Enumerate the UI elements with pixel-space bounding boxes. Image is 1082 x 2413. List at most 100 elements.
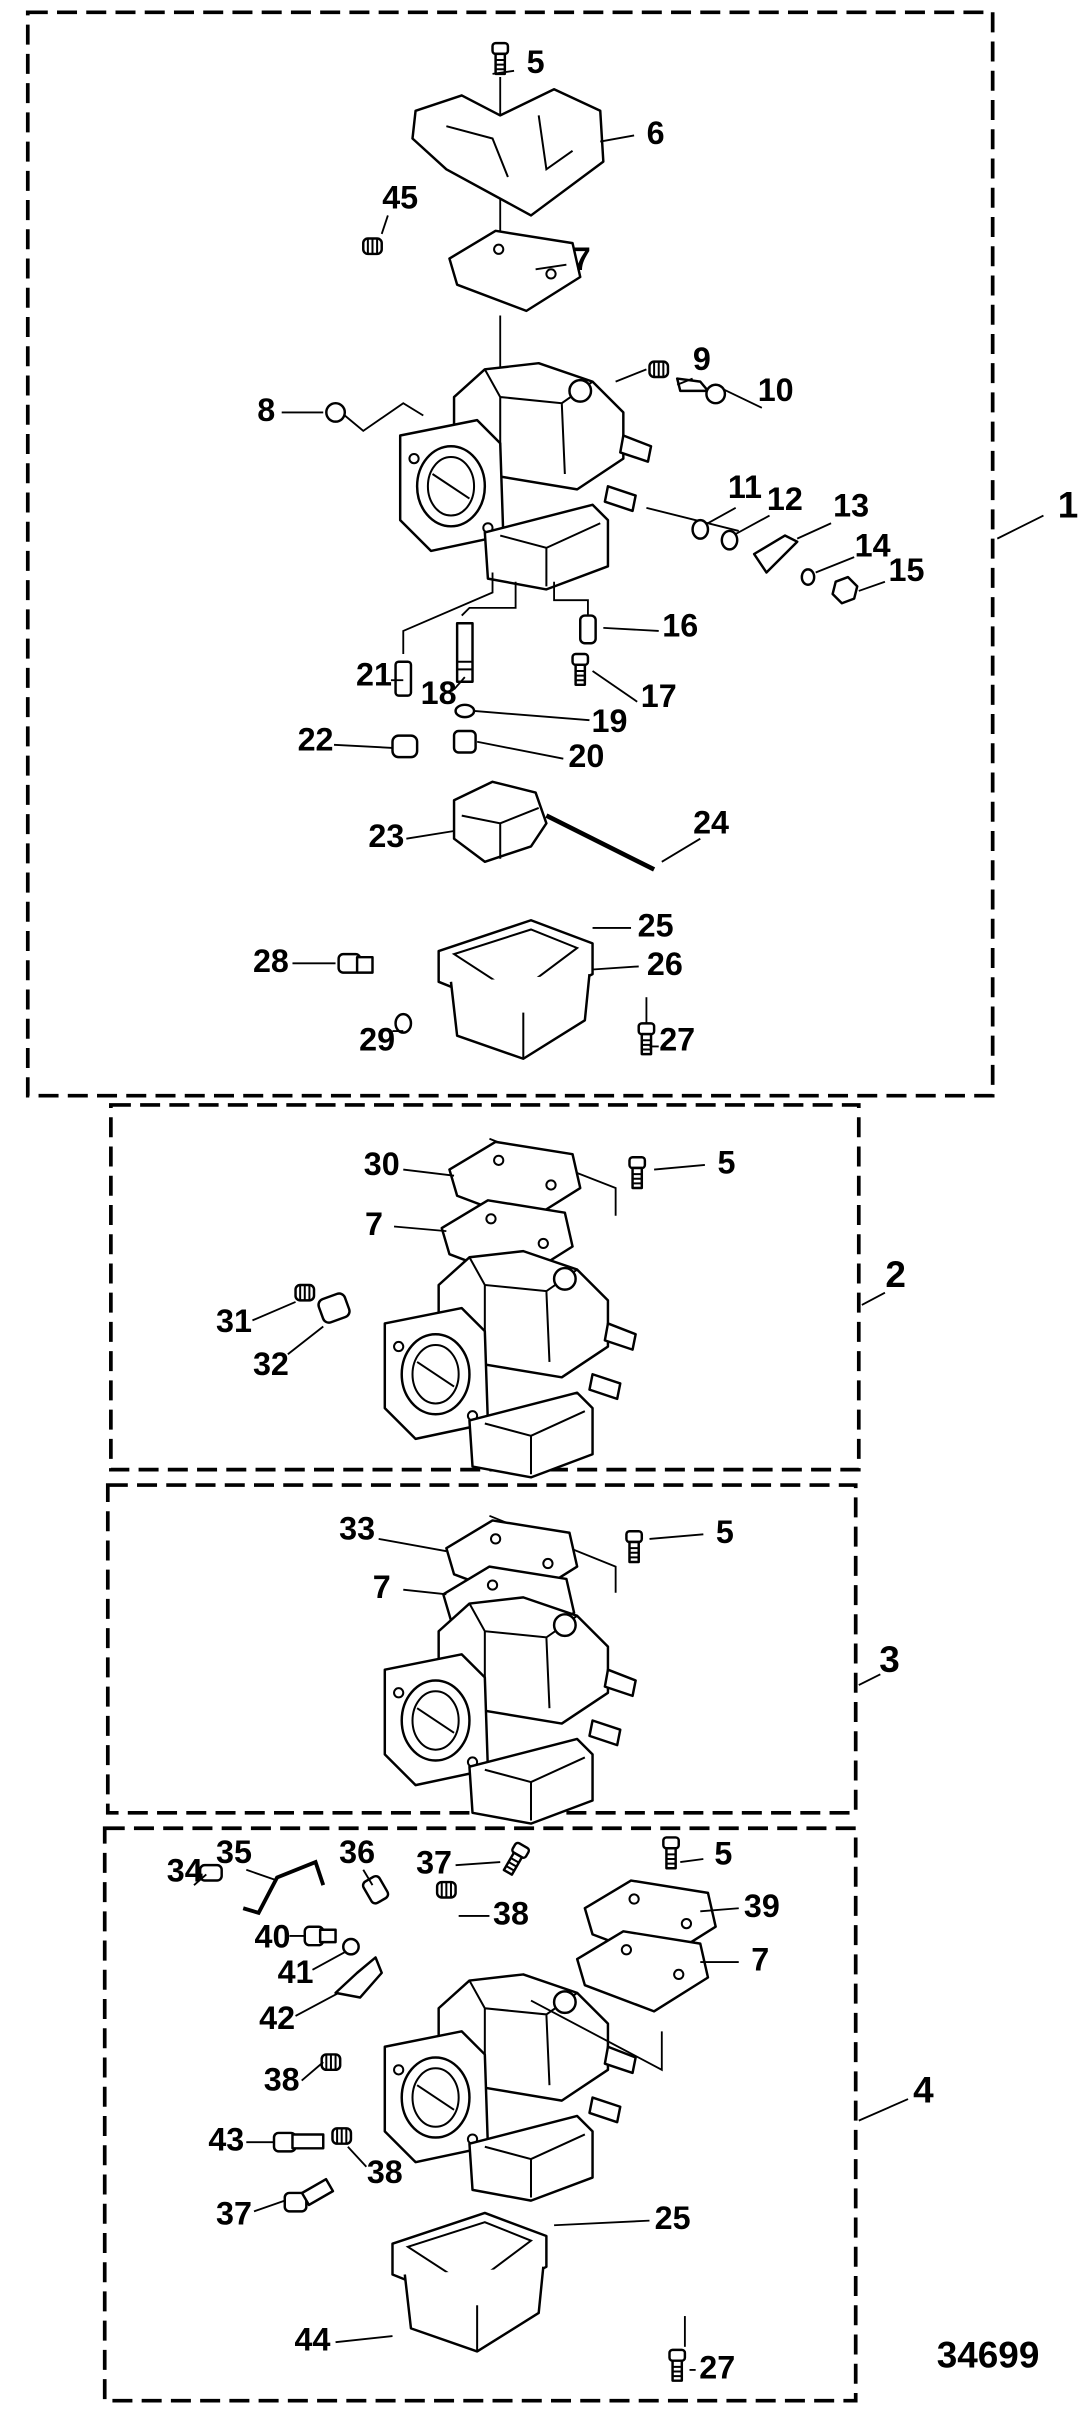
callout: 8	[257, 392, 275, 428]
part-jet-cap	[452, 729, 477, 754]
callout: 21	[356, 657, 392, 693]
callout: 28	[253, 943, 289, 979]
part-sleeve	[317, 1292, 351, 1324]
part-washer	[394, 1012, 413, 1034]
callout: 31	[216, 1303, 252, 1339]
callout: 5	[527, 44, 545, 80]
part-gasket	[448, 229, 582, 313]
assembly-label: 4	[913, 2070, 934, 2111]
callout: 36	[339, 1834, 375, 1870]
part-gasket	[575, 1930, 710, 2013]
callout: 37	[416, 1845, 452, 1881]
part-float-bowl	[437, 919, 594, 1060]
callout: 25	[655, 2200, 691, 2236]
callout: 38	[367, 2154, 403, 2190]
callout: 5	[716, 1514, 734, 1550]
callout: 38	[264, 2062, 300, 2098]
part-bolt	[303, 1925, 337, 1947]
callout: 45	[382, 180, 418, 216]
part-spring	[331, 2127, 353, 2145]
callout: 33	[339, 1511, 375, 1547]
part-carburetor-body	[383, 1596, 637, 1825]
part-carburetor-body	[383, 1973, 637, 2202]
part-spring	[648, 360, 670, 379]
part-plug	[391, 734, 419, 759]
part-screw	[272, 2131, 325, 2153]
callout: 29	[359, 1021, 395, 1057]
callout: 10	[758, 372, 794, 408]
callout: 14	[855, 527, 891, 563]
part-fitting	[361, 1874, 390, 1905]
part-float	[452, 780, 548, 864]
part-spring	[362, 237, 383, 256]
callout: 12	[767, 481, 803, 517]
callout: 7	[573, 241, 591, 277]
callout: 20	[568, 738, 604, 774]
part-carburetor-body	[383, 1249, 637, 1479]
part-screw	[625, 1529, 644, 1564]
assembly-label: 1	[1058, 485, 1079, 526]
part-main-nozzle	[455, 622, 474, 683]
callout: 9	[693, 341, 711, 377]
callout: 17	[641, 678, 677, 714]
callout: 35	[216, 1834, 252, 1870]
callout: 30	[364, 1146, 400, 1182]
callout: 5	[717, 1144, 735, 1180]
part-drain-screw	[337, 952, 374, 974]
part-screw	[491, 41, 510, 76]
part-spring	[320, 2053, 342, 2072]
part-seat-screw	[571, 652, 590, 687]
part-jet	[394, 660, 413, 697]
callout: 25	[638, 907, 674, 943]
assembly-2-box: 2 30 5 7 31 32	[109, 1103, 906, 1479]
part-washers	[691, 518, 859, 605]
callout: 43	[208, 2122, 244, 2158]
callout: 13	[833, 487, 869, 523]
callout: 27	[659, 1021, 695, 1057]
assembly-3-box: 3 33 5 7	[105, 1483, 900, 1825]
callout: 26	[647, 946, 683, 982]
part-o-ring	[454, 703, 476, 719]
callout: 18	[421, 675, 457, 711]
callout: 6	[647, 115, 665, 151]
callout: 23	[368, 818, 404, 854]
part-screw	[628, 1156, 647, 1190]
part-screw	[662, 1836, 680, 1870]
part-spring	[294, 1283, 316, 1302]
callout: 32	[253, 1346, 289, 1382]
part-screw	[500, 1840, 532, 1878]
callout: 39	[744, 1888, 780, 1924]
part-float-bowl	[391, 2211, 548, 2353]
callout: 7	[365, 1206, 383, 1242]
callout: 7	[373, 1569, 391, 1605]
callout: 5	[714, 1835, 732, 1871]
callout: 38	[493, 1895, 529, 1931]
callout: 44	[295, 2322, 331, 2358]
part-screw	[283, 2177, 335, 2213]
callout: 7	[751, 1942, 769, 1978]
assembly-label: 3	[879, 1639, 900, 1680]
callout: 40	[254, 1919, 290, 1955]
part-washer	[325, 401, 347, 423]
callout: 22	[298, 721, 334, 757]
part-cover	[411, 88, 605, 217]
part-spring	[435, 1880, 457, 1899]
callout: 24	[693, 804, 729, 840]
assembly-1-box: 1	[25, 10, 1079, 1098]
callout: 42	[259, 2000, 295, 2036]
callout: 37	[216, 2196, 252, 2232]
part-link-rod	[242, 1859, 326, 1916]
assembly-label: 2	[885, 1254, 906, 1295]
part-washer	[342, 1937, 360, 1956]
part-screw	[668, 2348, 687, 2382]
callout: 41	[278, 1954, 314, 1990]
callout: 11	[728, 469, 762, 505]
assembly-4-box: 4 34	[102, 1826, 934, 2403]
callout: 34	[167, 1852, 203, 1888]
callout: 15	[889, 552, 925, 588]
callout: 16	[662, 607, 698, 643]
diagram-number: 34699	[937, 2334, 1040, 2375]
part-carburetor-body	[398, 361, 653, 591]
part-needle-valve	[579, 614, 597, 645]
